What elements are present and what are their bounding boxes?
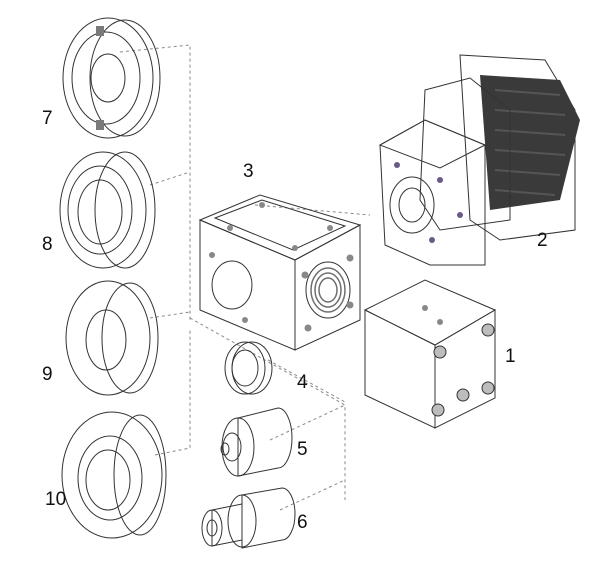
part-8-ring	[59, 151, 156, 269]
label-part-7: 7	[42, 108, 53, 129]
label-part-3: 3	[243, 161, 254, 182]
label-part-1: 1	[505, 346, 516, 367]
part-7-flange	[62, 17, 161, 139]
part-6-shaft	[201, 487, 296, 549]
label-part-9: 9	[42, 364, 53, 385]
label-part-5: 5	[297, 439, 308, 460]
label-part-2: 2	[537, 230, 548, 251]
label-part-8: 8	[42, 234, 53, 255]
assembly-guide-lines	[119, 44, 371, 511]
part-4-bearing	[224, 341, 273, 395]
label-part-6: 6	[297, 512, 308, 533]
label-part-4: 4	[297, 372, 308, 393]
label-part-10: 10	[45, 489, 66, 510]
part-5-cylinder	[220, 407, 293, 477]
part-3-housing	[198, 194, 362, 351]
part-1-block	[363, 279, 497, 429]
part-2-motor	[378, 54, 580, 266]
part-10-ring	[61, 411, 167, 539]
part-9-ring	[65, 280, 159, 396]
